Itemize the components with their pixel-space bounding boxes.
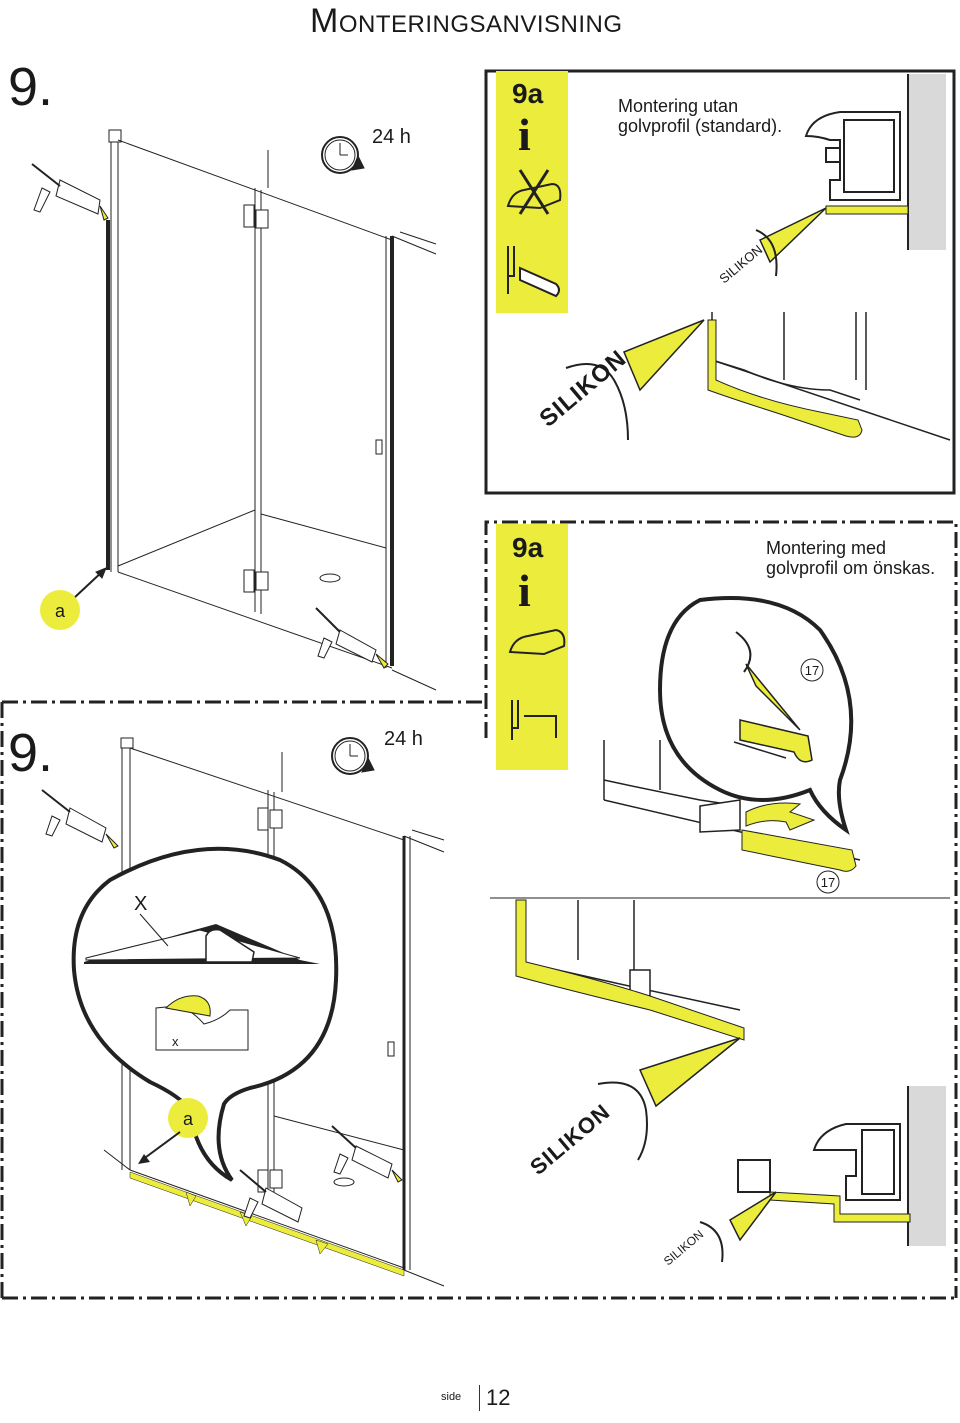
- callout-a-top: [40, 590, 80, 630]
- note-line-2: golvprofil om önskas.: [766, 558, 936, 578]
- callout-a-bottom: [168, 1098, 208, 1138]
- wall-profile: [804, 111, 901, 201]
- info-icon-2: i: [518, 565, 531, 616]
- floor-profile-icon-2: [508, 628, 566, 740]
- wall: [908, 74, 946, 250]
- detail-label-x: x: [172, 1034, 179, 1049]
- curing-time-top: 24 h: [372, 126, 411, 148]
- detail-label-X: X: [134, 893, 147, 915]
- badge-9a-top: 9a: [512, 78, 544, 109]
- silikon-label-small-bottom: SILIKON: [661, 1227, 706, 1268]
- detail-bubble-profile: 17: [657, 596, 854, 836]
- silicone-tube-large-2: [597, 1037, 741, 1161]
- page-number: 12: [479, 1385, 510, 1411]
- curing-time-bottom: 24 h: [384, 728, 423, 750]
- no-floor-profile-icon: [506, 169, 562, 215]
- note-line-1: Montering med: [766, 538, 887, 558]
- page-title: Monteringsanvisning: [310, 2, 623, 40]
- silicone-tube-small-2: [699, 1191, 777, 1263]
- tray-with-profile: [603, 740, 861, 861]
- dashed-frame: [0, 520, 958, 1300]
- callout-a-top-label: a: [55, 601, 66, 621]
- floor-profile-icon: [507, 246, 560, 298]
- note-line-2: golvprofil (standard).: [618, 116, 783, 136]
- note-without-profile: Montering utan golvprofil (standard).: [618, 96, 782, 136]
- tray-profile-top: [711, 312, 951, 441]
- silicone-gun-icon: [315, 607, 389, 669]
- note-line-1: Montering utan: [618, 96, 739, 116]
- wall-profile-bottom: [737, 1123, 901, 1201]
- silicone-tube-small: [755, 207, 827, 277]
- wall-bottom: [908, 1086, 946, 1246]
- footer-label: side: [441, 1391, 462, 1403]
- silicone-gun-icon: [239, 1169, 303, 1223]
- silicone-tube-large: [565, 319, 705, 441]
- silicone-gun-icon: [41, 789, 119, 849]
- part-number-17-a: 17: [805, 663, 819, 678]
- silicone-gun-icon: [31, 163, 109, 221]
- silicone-gun-icon: [331, 1125, 403, 1183]
- badge-9a-middle: 9a: [512, 532, 544, 563]
- silikon-label-large-bottom: SILIKON: [525, 1099, 615, 1180]
- detail-bubble-X: [71, 846, 339, 1182]
- callout-a-bottom-label: a: [183, 1109, 194, 1129]
- note-with-profile: Montering med golvprofil om önskas.: [766, 538, 935, 578]
- step-number-top: 9.: [8, 57, 54, 117]
- shower-door-top: [73, 129, 437, 691]
- part-number-17-b: 17: [821, 875, 835, 890]
- step-number-bottom: 9.: [8, 723, 54, 783]
- info-icon: i: [518, 109, 531, 160]
- clock-icon: [321, 136, 365, 174]
- clock-icon-bottom: [331, 737, 375, 775]
